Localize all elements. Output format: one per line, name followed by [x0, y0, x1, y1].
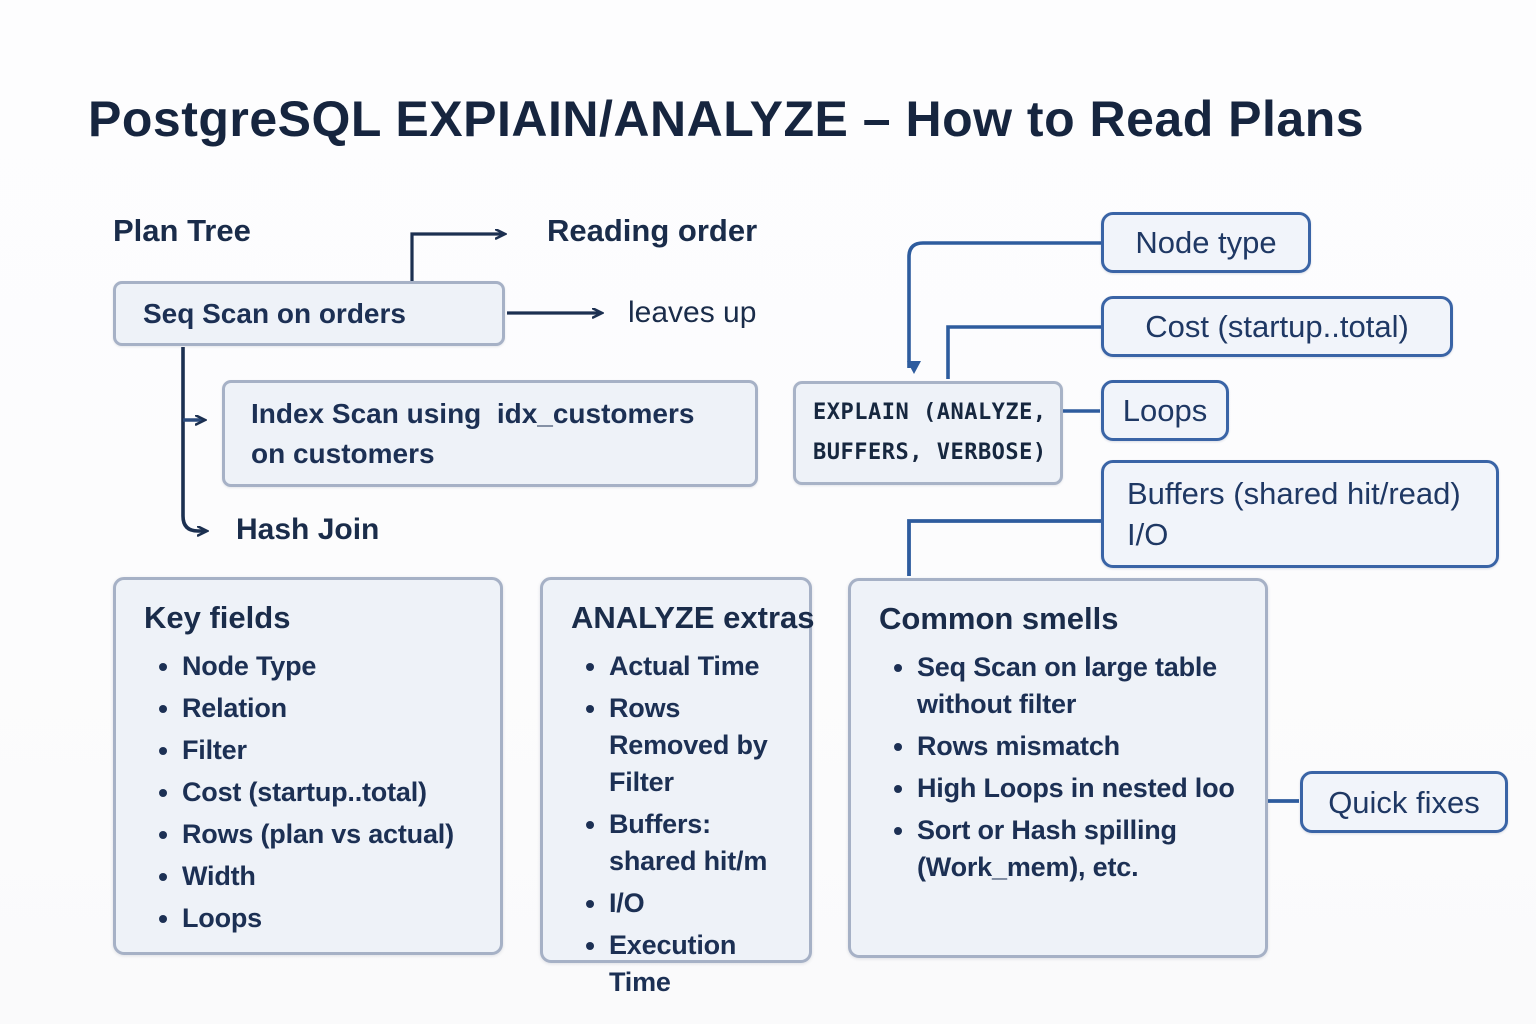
bullet-dot: • — [585, 651, 595, 682]
reading-order-label: Reading order — [547, 213, 758, 248]
bullet-item: • Rows mismatch — [879, 728, 1247, 765]
hash-join-label: Hash Join — [236, 513, 380, 546]
bullet-dot: • — [158, 693, 168, 724]
explain-command-text: EXPLAIN (ANALYZE, BUFFERS, VERBOSE) — [813, 400, 1047, 465]
connector-cost — [946, 325, 1101, 379]
callout-cost: Cost (startup..total) — [1101, 296, 1453, 357]
bullet-dot: • — [158, 735, 168, 766]
bullet-text: Width — [182, 861, 256, 891]
bullet-item: • Filter — [144, 732, 482, 769]
bullet-item: • Loops — [144, 900, 482, 937]
panel-analyze-extras-list: • Actual Time • Rows Removed by Filter • Buff… — [571, 648, 791, 1001]
panel-analyze-extras-title: ANALYZE extras — [571, 600, 815, 635]
bullet-text: Node Type — [182, 651, 317, 681]
bullet-text: Loops — [182, 903, 262, 933]
bullet-item: • Execution Time — [571, 927, 791, 1001]
plan-tree-heading: Plan Tree — [113, 213, 251, 248]
callout-cost-label: Cost (startup..total) — [1145, 309, 1409, 344]
callout-buffers-label: Buffers (shared hit/read) I/O — [1127, 476, 1461, 552]
bullet-dot: • — [893, 652, 903, 683]
bullet-item: • I/O — [571, 885, 791, 922]
bullet-text: Seq Scan on large table without filter — [917, 652, 1217, 719]
bullet-dot: • — [158, 651, 168, 682]
bullet-dot: • — [893, 773, 903, 804]
index-scan-label: Index Scan using idx_customers on custom… — [251, 397, 695, 469]
page-title: PostgreSQL EXPIAIN/ANALYZE – How to Read… — [88, 91, 1365, 147]
seq-scan-label: Seq Scan on orders — [143, 297, 406, 329]
panel-key-fields: Key fields • Node Type • Relation • Filter • Co… — [113, 577, 503, 955]
panel-analyze-extras: ANALYZE extras • Actual Time • Rows Removed… — [540, 577, 815, 997]
bullet-item: • Actual Time — [571, 648, 791, 685]
bullet-dot: • — [158, 861, 168, 892]
bullet-text: I/O — [609, 888, 645, 918]
callout-node-type: Node type — [1101, 212, 1311, 273]
panel-common-smells-title: Common smells — [879, 601, 1119, 636]
bullet-text: Execution Time — [609, 930, 737, 997]
bullet-item: • Node Type — [144, 648, 482, 685]
bullet-item: • Seq Scan on large table without filter — [879, 649, 1247, 723]
index-scan-node: Index Scan using idx_customers on custom… — [222, 380, 758, 487]
panel-common-smells: Common smells • Seq Scan on large table w… — [848, 578, 1268, 958]
panel-common-smells-list: •Seq Scan on large table without filter•… — [879, 649, 1247, 886]
bullet-item: • Buffers: shared hit/m — [571, 806, 791, 880]
connector-buffers — [907, 519, 1101, 576]
callout-node-type-label: Node type — [1135, 225, 1277, 260]
bullet-text: Filter — [182, 735, 247, 765]
bullet-item: • Relation — [144, 690, 482, 727]
explain-command-box: EXPLAIN (ANALYZE, BUFFERS, VERBOSE) — [793, 381, 1063, 485]
bullet-dot: • — [585, 693, 595, 724]
bullet-item: • High Loops in nested loo — [879, 770, 1247, 807]
bullet-text: High Loops in nested loo — [917, 773, 1235, 803]
callout-loops-label: Loops — [1122, 393, 1208, 428]
bullet-text: Relation — [182, 693, 287, 723]
bullet-item: • Width — [144, 858, 482, 895]
connector-node-type — [907, 241, 1101, 374]
arrow-reading-order — [410, 234, 504, 282]
bullet-dot: • — [158, 819, 168, 850]
bullet-text: Buffers: shared hit/m — [609, 809, 768, 876]
bullet-dot: • — [585, 930, 595, 961]
bullet-text: Actual Time — [609, 651, 760, 681]
bullet-item: • Cost (startup..total) — [144, 774, 482, 811]
callout-quick-fixes: Quick fixes — [1300, 771, 1508, 833]
bullet-dot: • — [585, 888, 595, 919]
bullet-text: Rows Removed by Filter — [609, 693, 768, 797]
bullet-dot: • — [585, 809, 595, 840]
bullet-item: • Sort or Hash spilling (Work_mem), etc. — [879, 812, 1247, 886]
callout-loops: Loops — [1101, 380, 1229, 441]
seq-scan-node: Seq Scan on orders — [113, 281, 505, 346]
callout-quick-fixes-label: Quick fixes — [1328, 784, 1480, 820]
bullet-text: Cost (startup..total) — [182, 777, 427, 807]
panel-key-fields-list: • Node Type • Relation • Filter • Cost (startup… — [144, 648, 482, 937]
bullet-dot: • — [893, 815, 903, 846]
tree-trunk-to-hash-join — [181, 347, 206, 531]
bullet-text: Rows mismatch — [917, 731, 1120, 761]
bullet-dot: • — [893, 731, 903, 762]
callout-buffers: Buffers (shared hit/read) I/O — [1101, 460, 1499, 568]
bullet-item: • Rows (plan vs actual) — [144, 816, 482, 853]
bullet-item: • Rows Removed by Filter — [571, 690, 791, 801]
leaves-up-label: leaves up — [628, 296, 757, 329]
bullet-dot: • — [158, 903, 168, 934]
bullet-text: Rows (plan vs actual) — [182, 819, 454, 849]
panel-key-fields-title: Key fields — [144, 600, 291, 635]
bullet-dot: • — [158, 777, 168, 808]
bullet-text: Sort or Hash spilling (Work_mem), etc. — [917, 815, 1177, 882]
